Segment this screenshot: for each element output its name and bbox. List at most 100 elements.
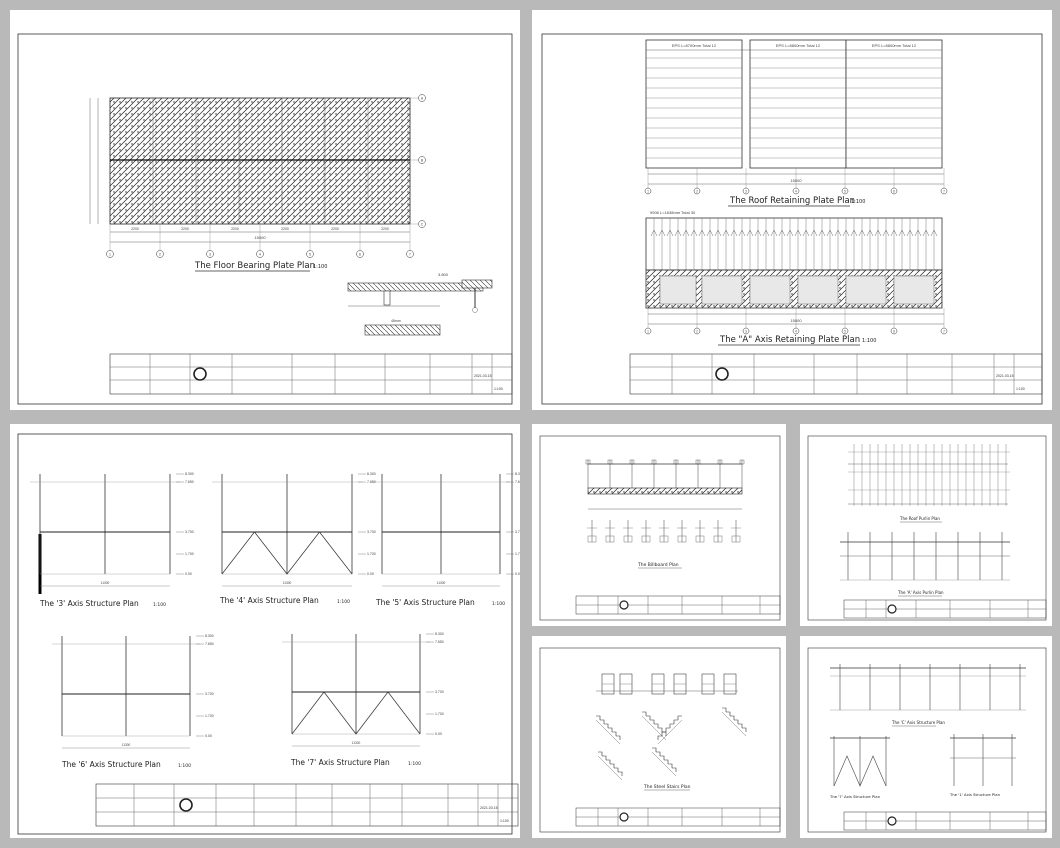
bb-post-cap	[607, 459, 613, 465]
grid-bubble	[156, 250, 164, 258]
retaining-rib-mark	[818, 229, 826, 237]
bb-detail	[713, 535, 723, 543]
svg-text:2021.03.15: 2021.03.15	[474, 374, 492, 378]
bb-post-cap	[585, 459, 591, 465]
grid-bubble	[206, 250, 214, 258]
retaining-rib-mark	[810, 229, 818, 237]
svg-text:2021.03.15: 2021.03.15	[996, 374, 1014, 378]
level-mark: 3.700	[185, 530, 194, 534]
grid-bubble	[418, 94, 426, 102]
grid-label: 3	[745, 189, 747, 193]
billboard-title: The Billboard Plan	[637, 562, 679, 568]
level-mark: 0.00	[185, 572, 192, 576]
level-mark: 0.00	[205, 734, 212, 738]
floor-dim-label: 2200	[381, 227, 389, 231]
svg-text:1:100: 1:100	[492, 601, 505, 607]
grid-bubble	[742, 187, 750, 195]
level-mark: 7.650	[185, 480, 194, 484]
floor-total-dim: 15500	[254, 235, 266, 240]
floor-dim-label: 2200	[331, 227, 339, 231]
bb-detail	[659, 535, 669, 543]
a-axis-purlin-title: The 'A' Axis Purlin Plan	[897, 590, 944, 595]
floor-dim-label: 2200	[231, 227, 239, 231]
level-mark: 0.00	[367, 572, 374, 576]
floor-section-detail: 3.800 48mm	[347, 272, 493, 336]
bb-detail	[677, 535, 687, 543]
grid-label: 7	[943, 329, 945, 333]
retaining-rib-mark	[930, 229, 938, 237]
span-dim: 11300	[101, 581, 110, 585]
span-dim: 11300	[122, 743, 131, 747]
bb-detail	[731, 535, 741, 543]
retaining-rib-mark	[698, 229, 706, 237]
svg-text:3.800: 3.800	[438, 272, 449, 277]
grid-label: 4	[795, 189, 797, 193]
roof-panels	[645, 39, 943, 169]
grid-label: 4	[259, 253, 261, 257]
retaining-rib-mark	[738, 229, 746, 237]
retaining-rib-mark	[922, 229, 930, 237]
bb-post-cap	[739, 459, 745, 465]
grid-bubble	[940, 327, 948, 335]
retaining-rib-mark	[714, 229, 722, 237]
floor-title-block: 2021.03.15 1:100	[109, 353, 513, 395]
retaining-rib-mark	[650, 229, 658, 237]
stairs-title: The Steel Stairs Plan	[643, 784, 691, 790]
grid-label: C	[421, 223, 424, 227]
level-mark: 1.700	[435, 712, 444, 716]
a-axis-plan-title: The "A" Axis Retaining Plate Plan	[719, 335, 860, 345]
grid-bubble	[841, 187, 849, 195]
grid-label: 3	[745, 329, 747, 333]
stair-flight	[721, 707, 747, 737]
svg-text:1:100: 1:100	[408, 761, 421, 767]
stair-flight	[597, 751, 623, 781]
span-dim: 11300	[437, 581, 446, 585]
span-dim: 11300	[352, 741, 361, 745]
bb-detail	[695, 535, 705, 543]
grid-label: A	[421, 97, 424, 101]
bb-detail	[641, 535, 651, 543]
level-mark: 7.650	[515, 480, 520, 484]
bb-detail	[587, 535, 597, 543]
struct-title-block: 2021.03.15 1:100	[95, 783, 519, 827]
grid-label: 2	[159, 253, 161, 257]
retaining-rib-mark	[874, 229, 882, 237]
level-mark: 1.700	[515, 552, 520, 556]
retaining-rib-mark	[770, 229, 778, 237]
grid-bubble	[644, 187, 652, 195]
grid-bubble	[418, 220, 426, 228]
grid-label: 1	[647, 329, 649, 333]
roof-panel-1-label: EPS L=8700mm Total 12	[672, 43, 717, 48]
stair-flight	[651, 747, 677, 777]
billboard-sheet: The Billboard Plan	[532, 424, 786, 626]
plan-3-title: The '3' Axis Structure Plan	[39, 599, 139, 608]
level-mark: 8.300	[435, 632, 444, 636]
retaining-rib-mark	[754, 229, 762, 237]
grid-label: B	[421, 159, 424, 163]
svg-text:9906 L=1638mm Total 30: 9906 L=1638mm Total 30	[650, 210, 696, 215]
retaining-rib-mark	[762, 229, 770, 237]
retaining-rib-mark	[674, 229, 682, 237]
grid-label: 7	[409, 253, 411, 257]
a-axis-retaining-elevation	[645, 217, 943, 309]
level-mark: 1.700	[185, 552, 194, 556]
floor-dim-label: 2200	[281, 227, 289, 231]
retaining-rib-mark	[706, 229, 714, 237]
plan-4-title: The '4' Axis Structure Plan	[219, 596, 319, 605]
svg-text:1:100: 1:100	[494, 387, 503, 391]
level-mark: 8.300	[185, 472, 194, 476]
svg-text:1:100: 1:100	[862, 338, 876, 344]
plan-6-title: The '6' Axis Structure Plan	[61, 760, 161, 769]
grid-label: 6	[893, 189, 895, 193]
floor-plate-area	[109, 97, 411, 225]
retaining-rib-mark	[890, 229, 898, 237]
roof-plate-sheet: EPS L=8700mm Total 12 EPS L=8800mm Total…	[532, 10, 1052, 410]
svg-text:1:100: 1:100	[851, 199, 865, 205]
bb-post-cap	[673, 459, 679, 465]
floor-dim-label: 2200	[181, 227, 189, 231]
retaining-rib-mark	[826, 229, 834, 237]
grid-bubble	[356, 250, 364, 258]
grid-bubble	[890, 187, 898, 195]
